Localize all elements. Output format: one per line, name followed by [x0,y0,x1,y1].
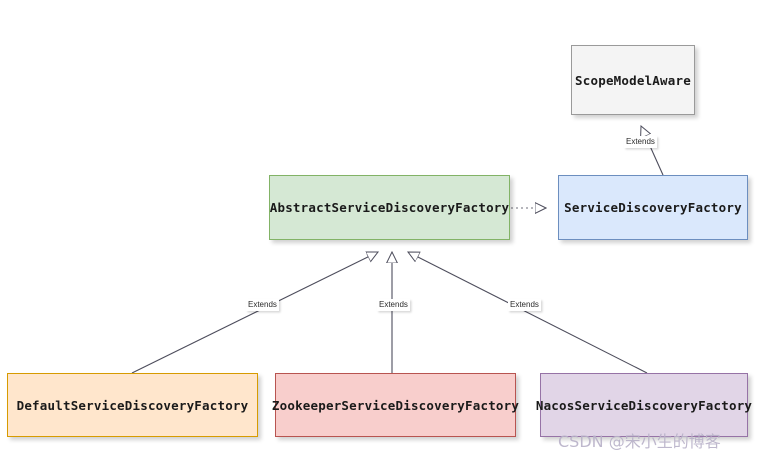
edge-label-default-extends-asdf: Extends [246,299,279,311]
edge-label-sdf-extends-scopemodelaware: Extends [624,136,657,148]
class-node-service-discovery-factory[interactable]: ServiceDiscoveryFactory [558,175,748,240]
csdn-watermark: CSDN @宋小生的博客 [558,432,721,451]
connector-nacos-to-asdf [408,252,648,374]
class-node-label: ZookeeperServiceDiscoveryFactory [271,397,520,413]
class-node-label: NacosServiceDiscoveryFactory [535,397,753,413]
class-node-label: ServiceDiscoveryFactory [564,200,742,215]
edge-label-nacos-extends-asdf: Extends [508,299,541,311]
class-node-zookeeper-service-discovery-factory[interactable]: ZookeeperServiceDiscoveryFactory [271,373,520,437]
class-node-label: AbstractServiceDiscoveryFactory [269,200,510,215]
edge-label-zookeeper-extends-asdf: Extends [377,299,410,311]
connector-sdf-to-scopemodelaware [641,126,664,176]
class-node-abstract-service-discovery-factory[interactable]: AbstractServiceDiscoveryFactory [269,175,510,240]
connector-default-to-asdf [131,252,378,374]
class-node-label: ScopeModelAware [575,72,691,88]
class-node-default-service-discovery-factory[interactable]: DefaultServiceDiscoveryFactory [7,373,258,437]
class-node-scope-model-aware[interactable]: ScopeModelAware [571,45,695,115]
class-node-label: DefaultServiceDiscoveryFactory [16,397,249,413]
class-node-nacos-service-discovery-factory[interactable]: NacosServiceDiscoveryFactory [536,373,752,437]
